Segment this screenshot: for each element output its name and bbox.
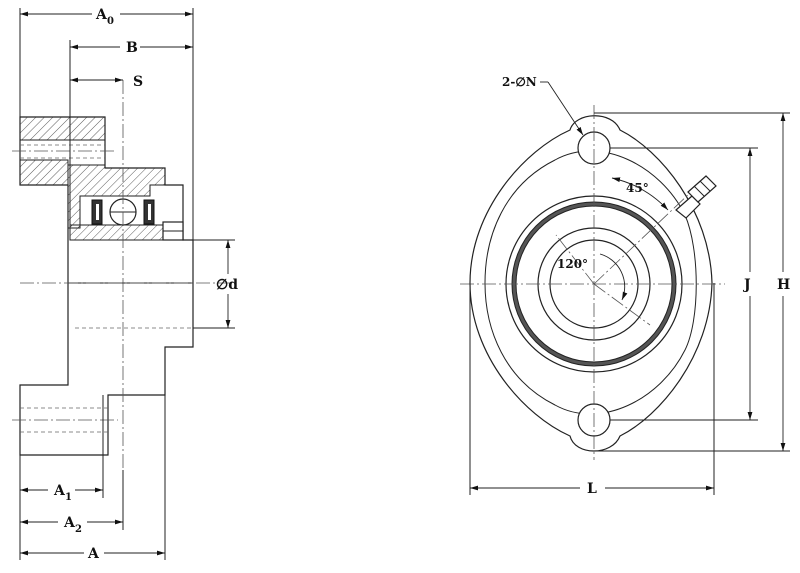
boss-outline xyxy=(484,150,697,415)
dim-a1-sub: 1 xyxy=(65,492,72,503)
hole-n-label: 2-∅N xyxy=(502,75,537,89)
dim-d-label: ∅d xyxy=(216,277,238,293)
angle-45-label: 45° xyxy=(626,181,649,195)
dim-a0-sub: 0 xyxy=(107,16,114,27)
hatched-inner-ring xyxy=(69,224,166,241)
dim-a2-label: A xyxy=(63,515,76,531)
angle-120-label: 120° xyxy=(557,257,588,271)
grease-nipple xyxy=(675,175,717,219)
dim-l-label: L xyxy=(587,481,597,497)
side-section-view: A 0 B S ∅d A 1 A 2 A xyxy=(12,7,238,562)
dim-a1-label: A xyxy=(53,483,66,499)
hatched-flange-mid xyxy=(19,159,69,186)
dim-a0-label: A xyxy=(95,7,108,23)
dim-s-label: S xyxy=(133,74,143,90)
hatched-flange-top xyxy=(19,116,106,141)
dim-j-label: J xyxy=(742,277,751,293)
dim-h-label: H xyxy=(777,277,790,293)
dim-b-label: B xyxy=(126,40,138,56)
front-view: 45° 120° 2-∅N J H L xyxy=(460,75,790,497)
dim-a2-sub: 2 xyxy=(75,524,82,535)
dim-a-label: A xyxy=(87,546,100,562)
